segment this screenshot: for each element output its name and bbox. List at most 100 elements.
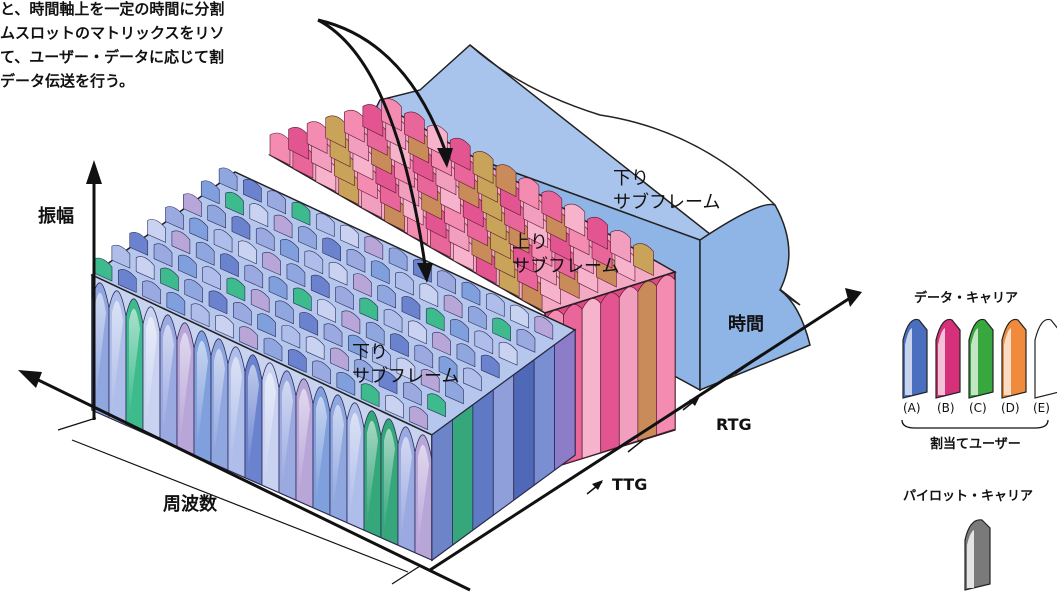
top-carrier (267, 190, 286, 215)
top-carrier (474, 330, 494, 355)
carrier-highlight (265, 372, 276, 480)
top-carrier (184, 279, 204, 303)
legend-user-b: (B) (937, 401, 955, 415)
top-carrier (171, 230, 191, 255)
downlink-back-label-1: 下り (613, 168, 649, 189)
top-carrier (238, 240, 257, 265)
legend-brace (901, 419, 1049, 429)
top-carrier (443, 294, 463, 319)
caption-line-1: と、時間軸上を一定の時間に分割 (0, 0, 224, 18)
carrier-highlight (112, 300, 123, 413)
uplink-block: 上り サブフレーム (268, 98, 677, 472)
top-carrier (305, 336, 325, 361)
top-carrier (468, 306, 487, 330)
axis-label-amplitude: 振幅 (38, 205, 74, 227)
top-carrier (293, 287, 312, 312)
caption: と、時間軸上を一定の時間に分割 ムスロットのマトリックスをリソ て、ユーザー・デ… (0, 0, 225, 90)
top-carrier (226, 277, 246, 302)
top-carrier (385, 394, 404, 419)
uplink-carrier (587, 216, 608, 250)
uplink-label-2: サブフレーム (512, 255, 619, 277)
top-carrier (153, 243, 173, 268)
top-carrier (438, 356, 458, 380)
uplink-carrier (449, 137, 471, 171)
side-carrier (554, 329, 576, 471)
carrier-highlight (350, 412, 361, 518)
frequency-arrowhead-icon (18, 370, 42, 388)
top-carrier (378, 370, 398, 395)
top-carrier (354, 359, 374, 383)
top-carrier (220, 253, 239, 278)
top-carrier (111, 244, 131, 269)
legend-carrier-highlight (938, 328, 945, 395)
top-carrier (510, 304, 529, 329)
top-carrier (244, 264, 264, 289)
top-carrier (147, 219, 166, 243)
top-carrier (189, 217, 209, 242)
top-carrier (463, 367, 482, 392)
top-carrier (353, 273, 372, 298)
legend-pilot-carrier (964, 519, 991, 591)
carrier-highlight (95, 292, 106, 405)
top-carrier (317, 299, 336, 323)
top-carrier (239, 326, 259, 351)
top-carrier (249, 203, 269, 228)
top-carrier (419, 283, 439, 308)
legend: データ・キャリア (A) (B) (C) (D) (E) 割当てユーザー パイロ… (901, 290, 1057, 591)
top-carrier (178, 254, 197, 279)
top-carrier (165, 206, 184, 230)
ttg-label: TTG (612, 475, 647, 494)
top-carrier (233, 301, 252, 326)
carrier-highlight (384, 428, 395, 533)
top-carrier (183, 193, 202, 218)
top-carrier (409, 406, 429, 431)
uplink-front-carrier (618, 286, 639, 448)
ttg-arrow-icon (592, 480, 603, 490)
top-carrier (450, 319, 469, 343)
top-carrier (280, 239, 299, 263)
top-carrier (117, 269, 137, 293)
top-carrier (312, 360, 331, 385)
carrier-highlight (367, 420, 378, 525)
carrier-highlight (214, 348, 225, 458)
legend-carrier-highlight (1004, 328, 1011, 395)
top-carrier (341, 310, 361, 335)
top-carrier (365, 321, 385, 346)
carrier-highlight (129, 308, 140, 420)
top-carrier (215, 314, 234, 339)
top-carrier (359, 297, 379, 322)
top-carrier (298, 226, 317, 250)
uplink-front-carrier (600, 292, 620, 453)
uplink-front-carrier (656, 274, 676, 436)
carrier-highlight (418, 444, 429, 548)
top-carrier (243, 179, 262, 203)
top-carrier (202, 266, 221, 290)
time-arrowhead-icon (845, 288, 862, 307)
top-carrier (425, 307, 445, 332)
downlink-front-label-2: サブフレーム (352, 365, 459, 387)
caption-line-4: データ伝送を行う。 (0, 72, 134, 90)
top-carrier (340, 224, 359, 249)
top-carrier (299, 311, 319, 336)
uplink-carrier (472, 151, 494, 184)
top-carrier (129, 231, 149, 256)
top-carrier (395, 271, 414, 296)
top-carrier (291, 201, 311, 226)
top-carrier (287, 349, 307, 373)
side-carrier (533, 344, 555, 486)
top-carrier (250, 289, 270, 313)
legend-user-d: (D) (1001, 401, 1020, 415)
top-carrier (160, 267, 179, 292)
top-carrier (262, 251, 281, 276)
arrowhead-icon (417, 263, 433, 283)
axes (29, 180, 851, 592)
top-carrier (414, 344, 434, 369)
legend-carriers (902, 318, 1057, 399)
uplink-carrier (541, 190, 563, 224)
carrier-highlight (282, 380, 293, 488)
carrier-highlight (248, 364, 259, 473)
top-carrier (485, 293, 505, 318)
top-carrier (330, 347, 349, 372)
rtg-arrow-icon (689, 396, 700, 406)
